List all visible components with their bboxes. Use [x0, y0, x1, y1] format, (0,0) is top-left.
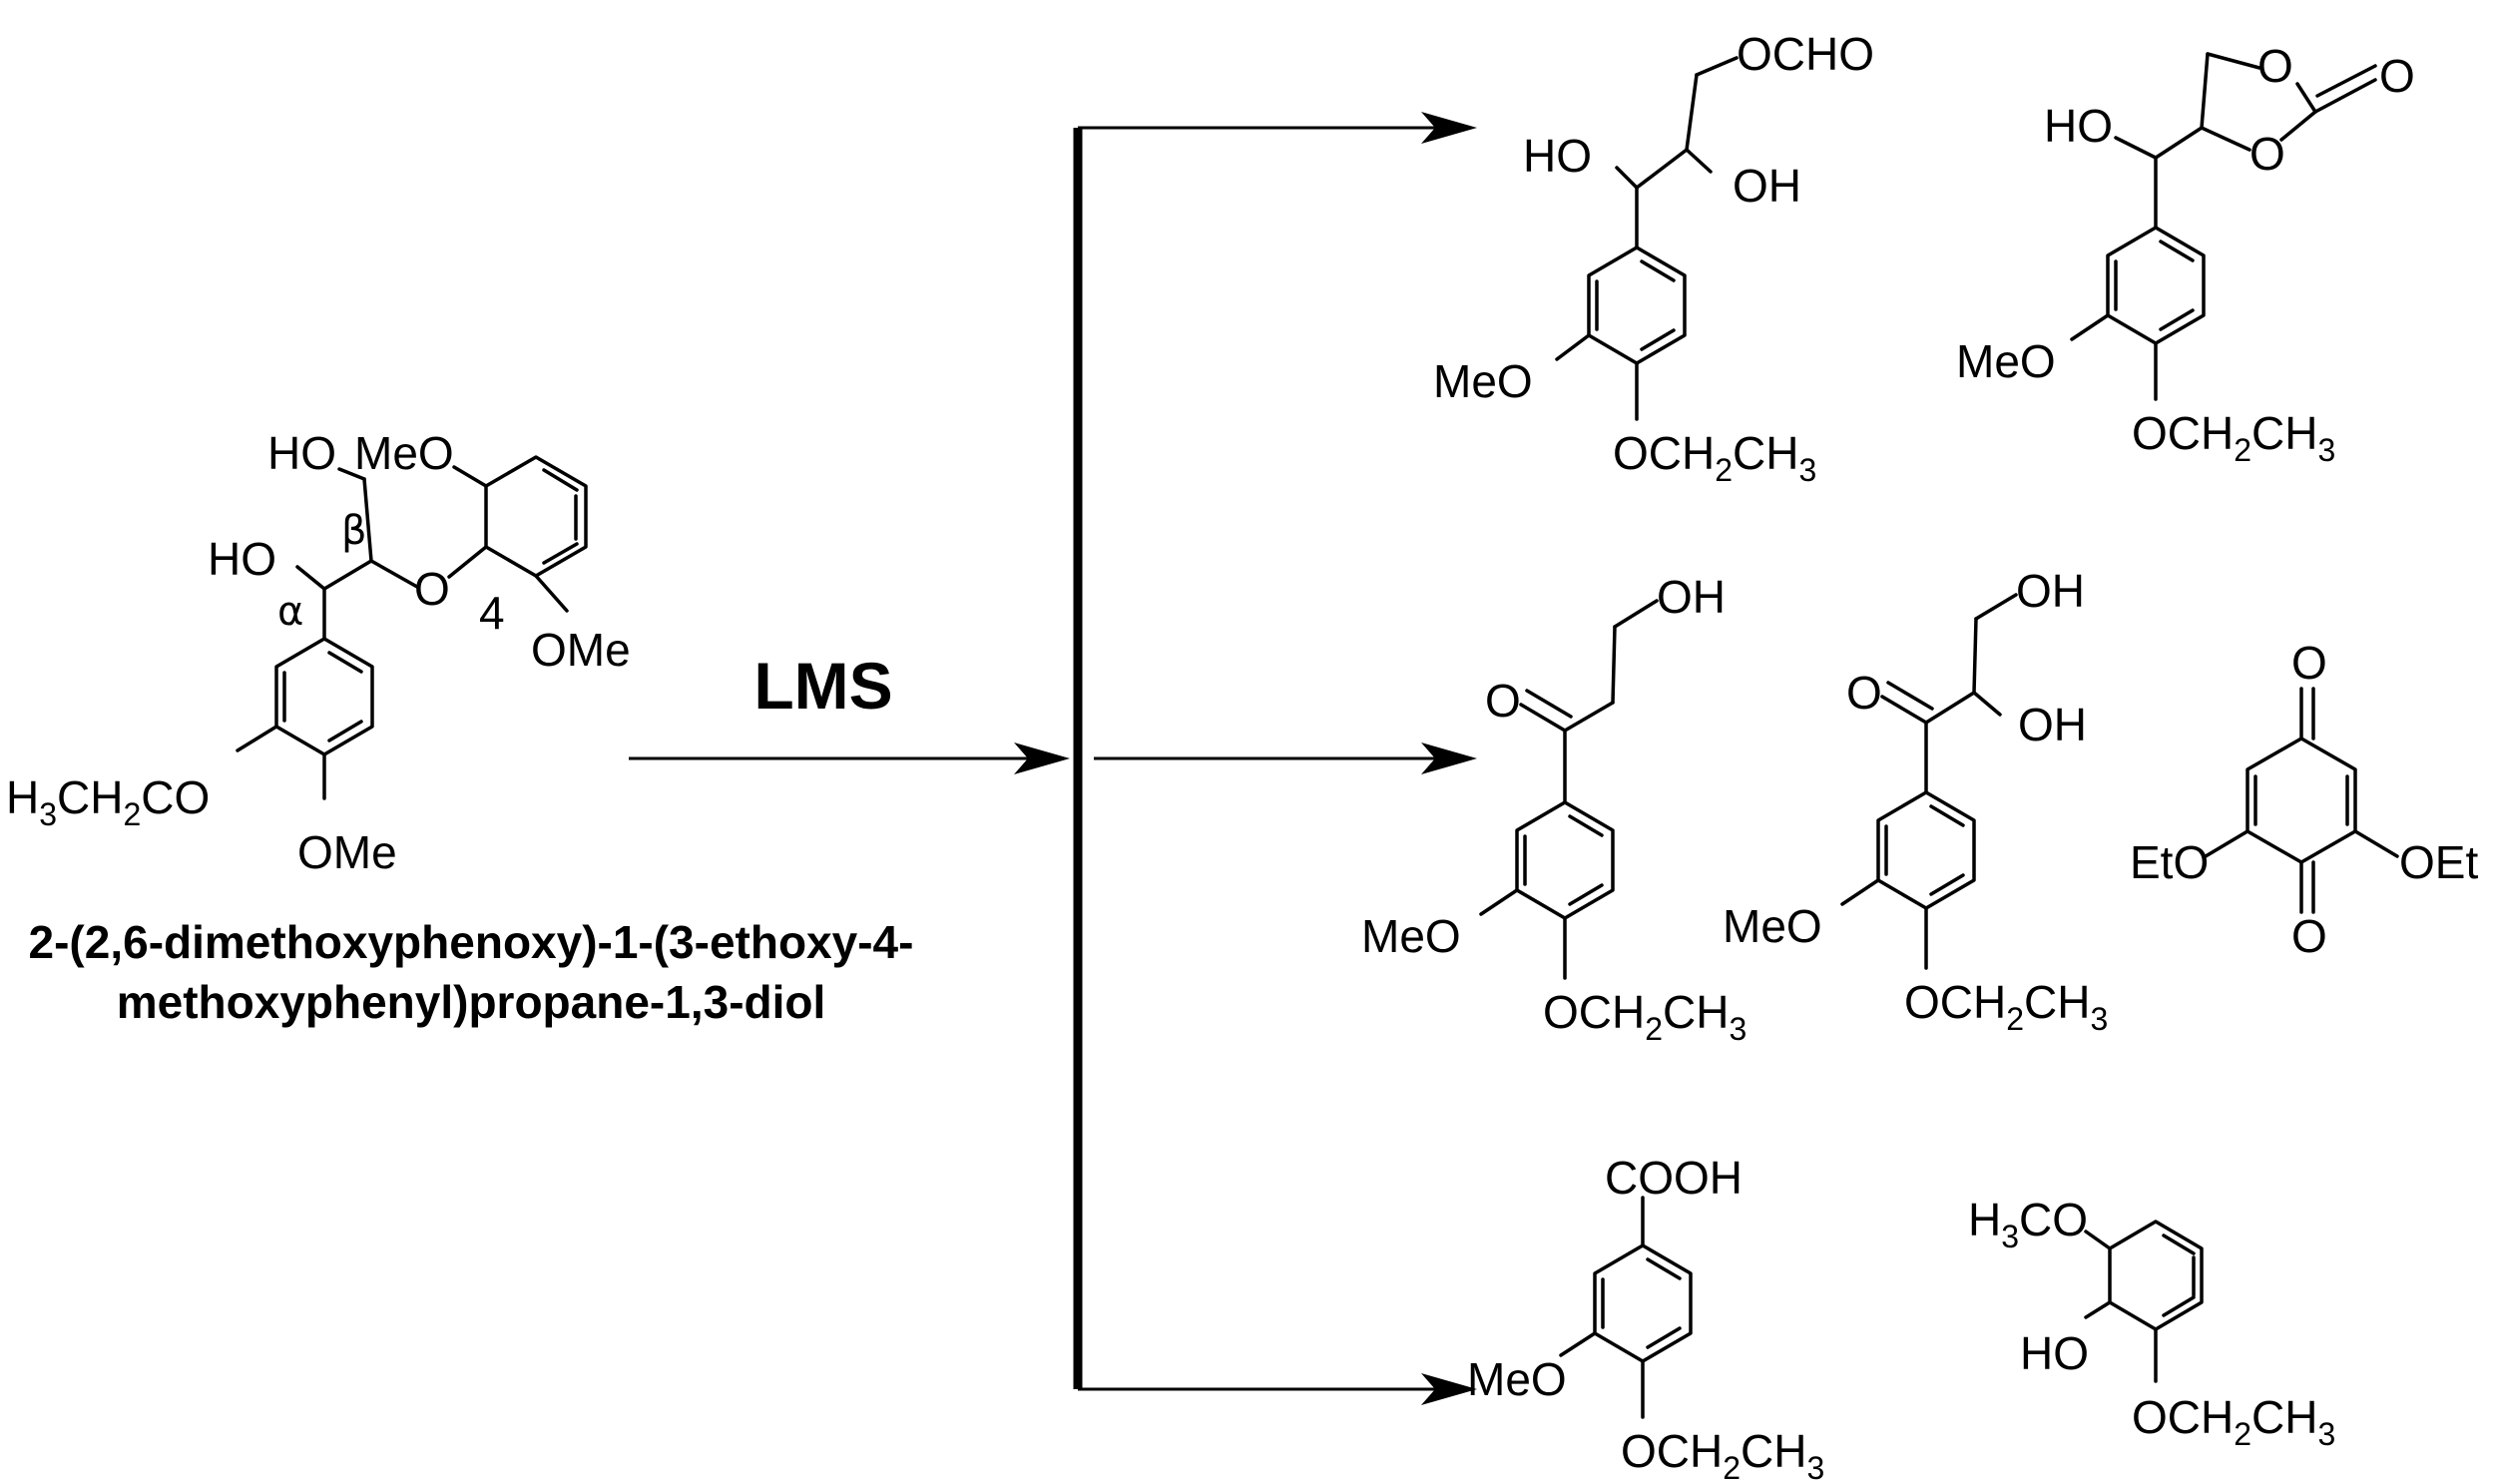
substrate-ome-ring-b: OMe	[531, 624, 631, 676]
product-3-structure: OH O MeO OCH2CH3	[1361, 571, 1746, 1047]
p4-oh-side: OH	[2018, 699, 2087, 750]
p2-ring-oxygen-top: O	[2257, 40, 2293, 92]
beta-label: β	[341, 508, 367, 554]
product-4-structure: OH OH O MeO OCH2CH3	[1723, 565, 2108, 1037]
branch-arrow-bottom	[1078, 1373, 1477, 1405]
p7-ethoxy: OCH2CH3	[2132, 1391, 2335, 1452]
substrate-meo-top: MeO	[354, 427, 454, 479]
p5-oxygen-top: O	[2291, 637, 2327, 689]
product-5-structure: O O EtO OEt	[2130, 637, 2478, 962]
p1-meo: MeO	[1433, 355, 1533, 407]
substrate-name-line1: 2-(2,6-dimethoxyphenoxy)-1-(3-ethoxy-4-	[29, 916, 914, 968]
p3-oh: OH	[1657, 571, 1726, 623]
substrate-structure: HO MeO HO O OMe H3CH2CO OMe α β 4	[6, 427, 631, 878]
p5-ethoxy-right: OEt	[2399, 836, 2478, 888]
p1-oh: OH	[1733, 160, 1801, 212]
reagent-label: LMS	[753, 649, 892, 723]
substrate-ho-alpha: HO	[208, 533, 276, 585]
product-2-structure: O O O HO MeO OCH2CH3	[1956, 40, 2415, 468]
p2-ethoxy: OCH2CH3	[2132, 407, 2335, 468]
p4-ketone-oxygen: O	[1846, 667, 1882, 719]
p4-oh-top: OH	[2016, 565, 2085, 617]
p1-ethoxy: OCH2CH3	[1613, 427, 1816, 488]
p3-ethoxy: OCH2CH3	[1543, 986, 1746, 1047]
substrate-ho-top: HO	[267, 427, 336, 479]
p4-meo: MeO	[1723, 900, 1822, 952]
p3-ketone-oxygen: O	[1485, 675, 1521, 727]
product-1-structure: OCHO HO OH MeO OCH2CH3	[1433, 28, 1874, 488]
p1-ho: HO	[1523, 130, 1592, 182]
substrate-ethoxy: H3CH2CO	[6, 771, 210, 832]
substrate-ether-oxygen: O	[414, 563, 450, 615]
branch-arrow-middle	[1094, 742, 1477, 774]
product-6-structure: COOH MeO OCH2CH3	[1467, 1152, 1824, 1484]
p2-ho: HO	[2044, 100, 2113, 152]
substrate-ring-a	[274, 637, 374, 756]
p4-ethoxy: OCH2CH3	[1904, 976, 2108, 1037]
reaction-arrow	[629, 742, 1070, 774]
product-7-structure: H3CO HO OCH2CH3	[1968, 1194, 2335, 1452]
branch-arrow-top	[1078, 112, 1477, 144]
p6-cooh: COOH	[1605, 1152, 1743, 1204]
p7-ho: HO	[2020, 1327, 2089, 1379]
p7-methoxy: H3CO	[1968, 1194, 2088, 1254]
p2-meo: MeO	[1956, 335, 2056, 387]
p6-meo: MeO	[1467, 1353, 1567, 1405]
p1-ocho: OCHO	[1737, 28, 1874, 80]
p5-ethoxy-left: EtO	[2130, 836, 2209, 888]
p2-carbonyl-oxygen: O	[2379, 50, 2415, 102]
p5-oxygen-bottom: O	[2291, 910, 2327, 962]
p6-ethoxy: OCH2CH3	[1621, 1425, 1824, 1484]
p2-ring-oxygen-bottom: O	[2249, 128, 2285, 180]
alpha-label: α	[277, 589, 303, 635]
substrate-ring-b	[484, 455, 588, 578]
substrate-ome-para: OMe	[297, 826, 397, 878]
p3-meo: MeO	[1361, 910, 1461, 962]
substrate-name-line2: methoxyphenyl)propane-1,3-diol	[117, 976, 826, 1028]
position-4-label: 4	[479, 587, 505, 639]
